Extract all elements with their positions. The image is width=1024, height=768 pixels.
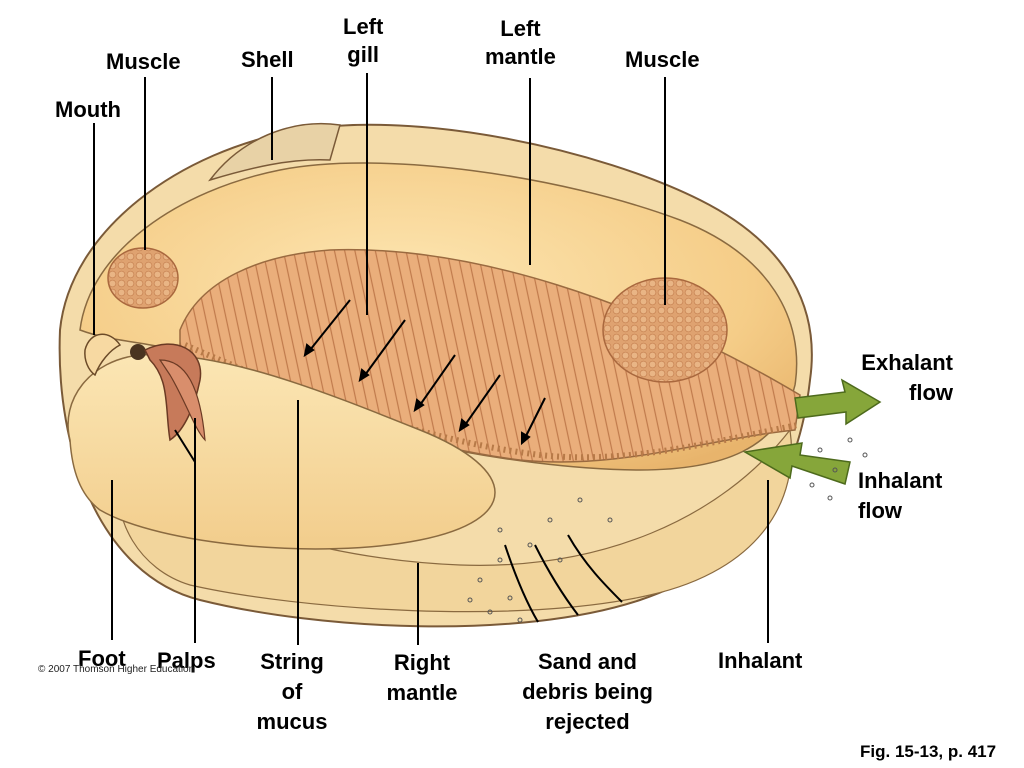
- exhalant-flow-arrow: [794, 378, 882, 426]
- shell-hinge: [208, 123, 341, 182]
- palps-inner: [158, 359, 206, 442]
- leader-lines: [93, 73, 769, 645]
- label-palps: Palps: [157, 648, 216, 673]
- mouth-opening: [130, 344, 146, 360]
- label-string-of-mucus: String of mucus: [256, 649, 328, 734]
- label-foot: Foot: [78, 646, 126, 671]
- label-sand-debris: Sand and debris being rejected: [522, 649, 653, 734]
- gill-edge: [183, 342, 799, 461]
- mouth: [84, 333, 122, 377]
- inhalant-flow-arrow: [742, 442, 851, 485]
- label-left-mantle: Left mantle: [485, 16, 556, 69]
- muscle-front: [107, 247, 179, 309]
- copyright-notice: © 2007 Thomson Higher Education: [38, 664, 195, 675]
- rejection-arrows: [504, 534, 623, 623]
- figure-reference: Fig. 15-13, p. 417: [860, 742, 997, 761]
- label-shell: Shell: [241, 47, 294, 72]
- label-right-mantle: Right mantle: [386, 650, 458, 705]
- sediment-particles: [467, 437, 868, 623]
- label-mouth: Mouth: [55, 97, 121, 122]
- label-inhalant-flow: Inhalant flow: [858, 468, 943, 523]
- label-inhalant: Inhalant: [718, 648, 803, 673]
- label-muscle-back: Muscle: [625, 47, 700, 72]
- right-mantle: [117, 428, 793, 613]
- gill-current-arrows: [303, 299, 546, 446]
- label-muscle-front: Muscle: [106, 49, 181, 74]
- palps: [143, 343, 202, 442]
- label-left-gill: Left gill: [343, 14, 384, 67]
- label-exhalant-flow: Exhalant flow: [861, 350, 953, 405]
